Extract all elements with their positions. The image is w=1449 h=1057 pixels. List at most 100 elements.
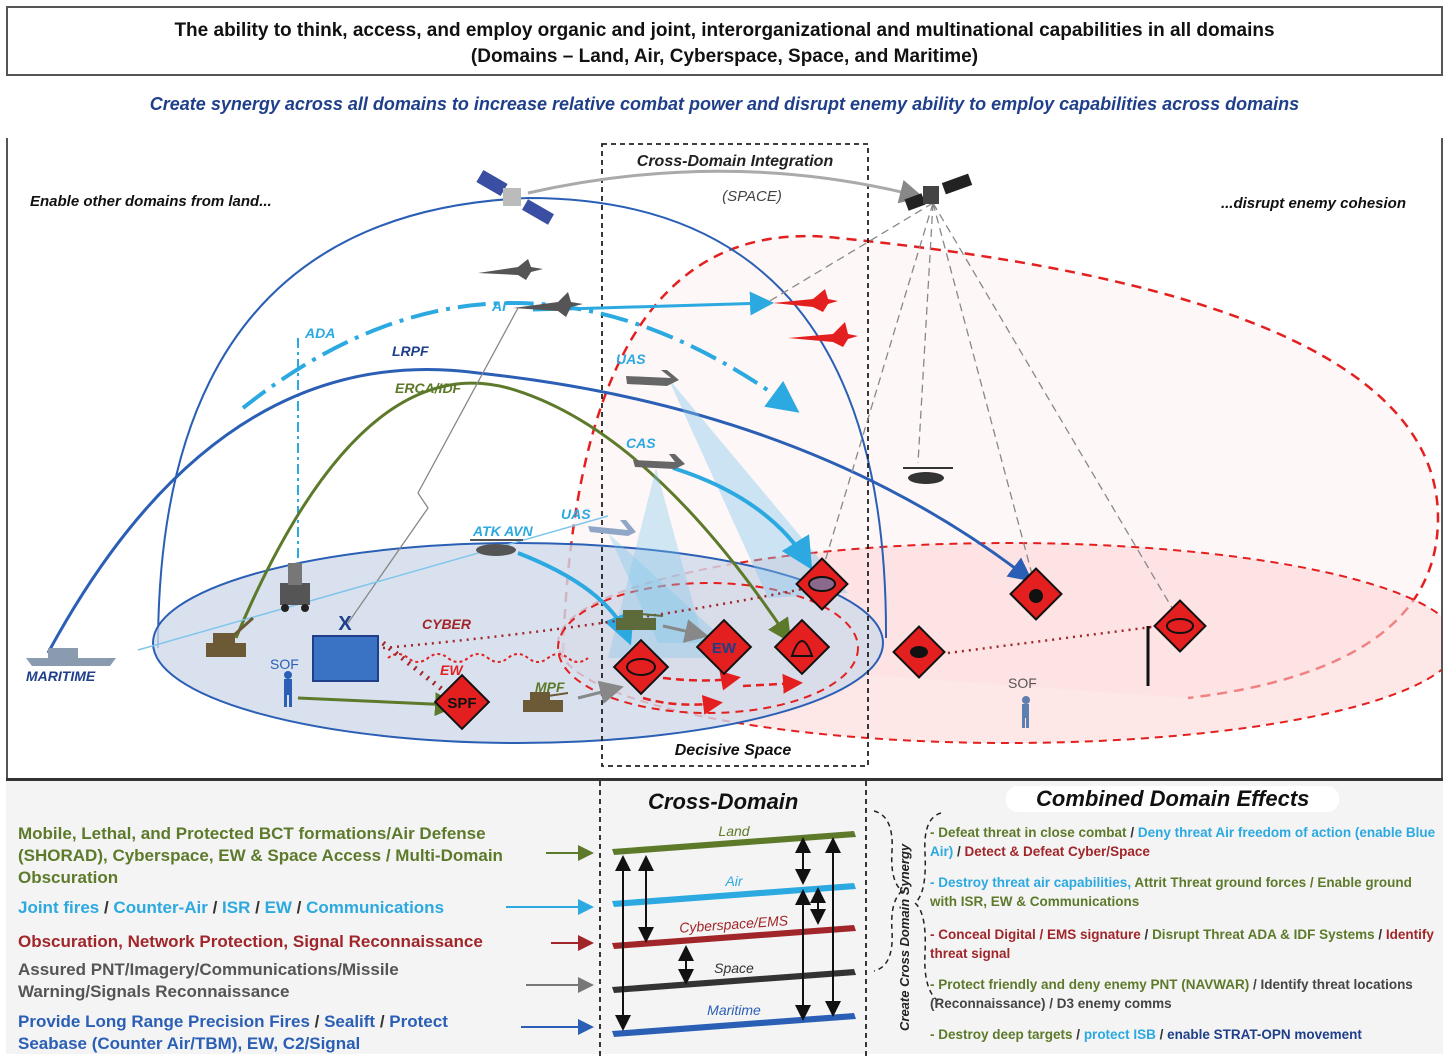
spf-diamond [433, 673, 491, 731]
capability-text: Counter-Air [113, 898, 208, 917]
capability-text: Obscuration, Network Protection, Signal … [18, 932, 483, 951]
ship-icon [26, 648, 116, 666]
synergy-brace-left [873, 810, 904, 972]
layer-maritime-label: Maritime [707, 1002, 761, 1018]
bottom-panel: Mobile, Lethal, and Protected BCT format… [6, 778, 1443, 1057]
capability-text: / [250, 898, 265, 917]
red-arrow-3 [742, 673, 803, 694]
satellite-right-icon [904, 173, 973, 211]
lrpf-arc [46, 368, 1033, 654]
page-title-domains: (Domains – Land, Air, Cyberspace, Space,… [470, 46, 979, 67]
ai-label: AI [491, 298, 507, 314]
ew-diamond [695, 618, 753, 676]
capability-text: EW [264, 898, 292, 917]
space-link [527, 169, 924, 204]
capability-text: / [309, 1012, 325, 1031]
synergy-label: Create Cross Domain Synergy [897, 843, 912, 1031]
capability-text: / [207, 898, 223, 917]
red-arrow-2 [642, 694, 723, 715]
comm-line [347, 307, 519, 624]
cross-domain-column [601, 143, 869, 767]
threat-diamond-center [612, 638, 670, 696]
cas-icon [633, 454, 685, 469]
cas-arrow [672, 466, 813, 570]
uas-label-1: UAS [616, 351, 646, 367]
tank-arrow [662, 619, 709, 643]
capability-text: Provide Long Range Precision Fires [18, 1012, 310, 1031]
page-title: The ability to think, access, and employ… [174, 20, 1275, 41]
capability-text: / [291, 898, 307, 917]
disrupt-label: ...disrupt enemy cohesion [1221, 195, 1406, 212]
eye-diamond [892, 625, 946, 679]
friendly-jet-icon [478, 259, 583, 317]
uas-cone-3 [608, 533, 728, 643]
effect-text: - Destroy deep targets [930, 1027, 1073, 1042]
capability-item: Assured PNT/Imagery/Communications/Missi… [18, 959, 488, 1003]
capability-text: ISR [222, 898, 251, 917]
capability-text: Sealift [324, 1012, 376, 1031]
layer-connectors [615, 837, 841, 1031]
effect-text: - Protect friendly and deny enemy PNT (N… [930, 977, 1250, 992]
capability-text: Assured PNT/Imagery/Communications/Missi… [18, 960, 399, 1001]
effect-item: - Destroy threat air capabilities, Attri… [930, 873, 1440, 911]
enemy-helicopter-icon [903, 467, 953, 484]
sof-label-1: SOF [270, 656, 299, 672]
ew-diamond-label: EW [712, 640, 737, 657]
effect-text: / [1126, 825, 1138, 840]
capability-item: Mobile, Lethal, and Protected BCT format… [18, 823, 558, 889]
synergy-brace-right [913, 812, 942, 1004]
effect-text: / [1072, 1027, 1084, 1042]
ada-label: ADA [304, 325, 335, 341]
capability-text: / [99, 898, 114, 917]
ada-threat-diamond [773, 618, 831, 676]
erca-arc [234, 381, 792, 643]
effect-text: / [1140, 927, 1153, 942]
effect-text: protect ISB [1083, 1027, 1156, 1042]
effect-text: Disrupt Threat ADA & IDF Systems [1152, 927, 1375, 942]
enemy-signal-line [947, 621, 1184, 655]
effect-text: / [1155, 1027, 1168, 1042]
layer-air-label: Air [724, 873, 743, 889]
effect-text: enable STRAT-OPN movement [1167, 1027, 1362, 1042]
atk-avn-label: ATK AVN [472, 523, 534, 539]
uas-label-2: UAS [561, 506, 591, 522]
effect-item: - Destroy deep targets / protect ISB / e… [930, 1025, 1440, 1044]
sof-label-2: SOF [1008, 675, 1037, 691]
capability-item: Obscuration, Network Protection, Signal … [18, 931, 558, 953]
effect-text: Detect & Defeat Cyber/Space [964, 844, 1150, 859]
satellite-left-icon [476, 169, 554, 225]
effect-text: - Destroy threat air capabilities, [930, 875, 1132, 890]
decisive-space-label: Decisive Space [675, 742, 792, 759]
sof-soldier-icon [284, 671, 292, 707]
attack-helicopter-icon [470, 539, 523, 556]
cyber-label: CYBER [422, 616, 472, 632]
effect-text: / Identify threat locations (Reconnaissa… [930, 977, 1413, 1011]
bomb-diamond [1009, 567, 1063, 621]
effect-text: / [1374, 927, 1386, 942]
effect-text: Deny threat Air freedom of action (enabl… [930, 825, 1436, 859]
artillery-icon [206, 616, 255, 657]
cross-domain-title: Cross-Domain [648, 789, 799, 814]
maritime-label: MARITIME [26, 668, 96, 684]
x-mark: X [338, 613, 352, 635]
mpf-arrow [577, 680, 624, 705]
capability-text: Mobile, Lethal, and Protected BCT format… [18, 824, 503, 887]
radar-vehicle-icon [280, 563, 310, 612]
spf-label: SPF [447, 695, 476, 712]
effect-text: Identify threat signal [930, 927, 1434, 961]
command-post-icon [312, 635, 379, 682]
battlespace-svg: Cross-Domain Integration (SPACE) Enable … [26, 143, 1449, 767]
layer-land-label: Land [718, 823, 750, 839]
maritime-link [137, 515, 609, 651]
effect-text: - Conceal Digital / EMS signature [930, 927, 1141, 942]
effect-text: / [953, 844, 965, 859]
capability-text: Joint fires [18, 898, 100, 917]
title-box: The ability to think, access, and employ… [6, 6, 1443, 76]
mpf-label: MPF [535, 679, 565, 695]
page-subtitle: Create synergy across all domains to inc… [149, 94, 1300, 114]
bottom-svg: Land Air Cyberspace/EMS Space Maritime C… [506, 781, 942, 1057]
capability-text: Protect Seabase (Counter Air/TBM), EW, C… [18, 1012, 448, 1053]
satellite-beams [757, 202, 1179, 619]
capability-item: Joint fires / Counter-Air / ISR / EW / C… [18, 897, 518, 919]
